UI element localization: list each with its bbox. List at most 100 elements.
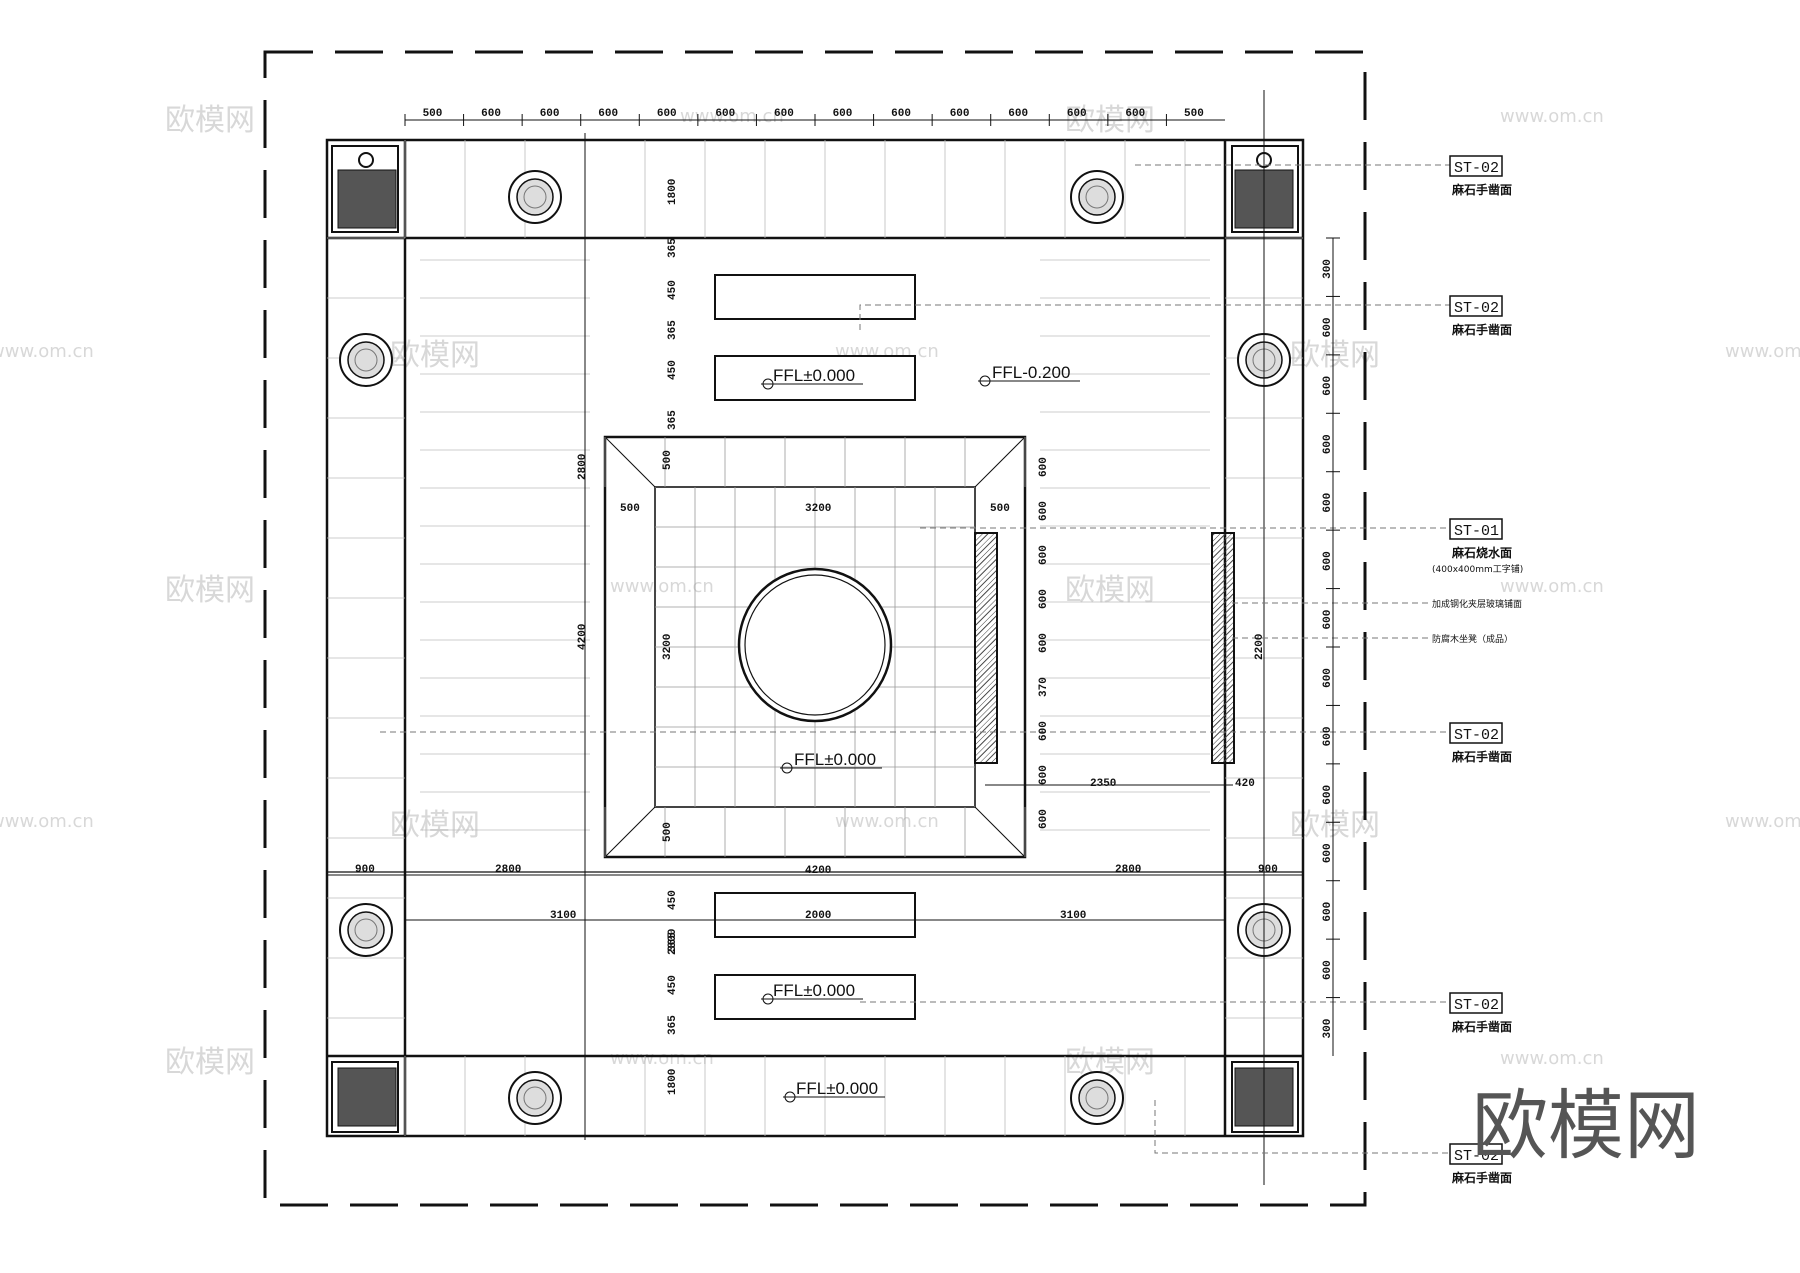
watermark-url: www.om.cn bbox=[610, 576, 714, 597]
dimension-label: 2800 bbox=[577, 454, 589, 480]
dimension-label: 365 bbox=[667, 238, 679, 258]
tree-ring bbox=[354, 348, 378, 372]
material-tag: ST-02 麻石手凿面 bbox=[1449, 722, 1512, 764]
material-tag: ST-02 麻石手凿面 bbox=[1449, 992, 1512, 1034]
dimension-label: 600 bbox=[891, 108, 911, 120]
dimension-label: 500 bbox=[620, 503, 640, 515]
side-note: 加成钢化夹层玻璃铺面 bbox=[1432, 598, 1522, 610]
dimension-label: 2350 bbox=[1090, 778, 1116, 790]
level-marker: FFL±0.000 bbox=[783, 1079, 885, 1103]
leader-lines bbox=[380, 164, 1450, 1154]
watermark-text: 欧模网 bbox=[165, 103, 255, 138]
dimension-label: 600 bbox=[1322, 902, 1334, 922]
dimension-label: 600 bbox=[774, 108, 794, 120]
dimension-label: 600 bbox=[1038, 633, 1050, 653]
watermark-url: www.om.cn bbox=[1725, 811, 1800, 832]
tag-code: ST-02 bbox=[1454, 727, 1499, 744]
dimension-label: 365 bbox=[667, 1015, 679, 1035]
dimension-label: 600 bbox=[481, 108, 501, 120]
dimension-label: 365 bbox=[667, 932, 679, 952]
level-marker: FFL±0.000 bbox=[761, 366, 863, 390]
watermark-text: 欧模网 bbox=[390, 338, 480, 373]
dimension-label: 900 bbox=[355, 864, 375, 876]
level-marker: FFL-0.200 bbox=[978, 363, 1080, 387]
dimension-label: 600 bbox=[1038, 809, 1050, 829]
dimension-label: 4200 bbox=[577, 624, 589, 650]
watermark-text: 欧模网 bbox=[1065, 573, 1155, 608]
dimension-label: 600 bbox=[1067, 108, 1087, 120]
dimension-label: 600 bbox=[1038, 765, 1050, 785]
material-tag: ST-02 麻石手凿面 bbox=[1449, 155, 1512, 197]
tree-pit-inner bbox=[347, 341, 385, 379]
watermark-text: 欧模网 bbox=[165, 573, 255, 608]
level-label: FFL-0.200 bbox=[992, 363, 1070, 382]
dimension-label: 450 bbox=[667, 360, 679, 380]
dimension-label: 600 bbox=[1322, 434, 1334, 454]
dimension-label: 2800 bbox=[667, 929, 679, 955]
tree-ring bbox=[1085, 1086, 1109, 1110]
level-marker: FFL±0.000 bbox=[761, 981, 863, 1005]
dimension-label: 600 bbox=[950, 108, 970, 120]
dimension-label: 450 bbox=[667, 975, 679, 995]
dimension-label: 450 bbox=[667, 280, 679, 300]
material-tag: ST-02 麻石手凿面 bbox=[1449, 1143, 1512, 1185]
dimension-label: 500 bbox=[662, 822, 674, 842]
dimension-label: 3200 bbox=[805, 503, 831, 515]
dimension-label: 600 bbox=[657, 108, 677, 120]
tree-pit-inner bbox=[516, 1079, 554, 1117]
dimension-label: 600 bbox=[1322, 610, 1334, 630]
tag-code: ST-02 bbox=[1454, 300, 1499, 317]
dimension-label: 370 bbox=[1038, 677, 1050, 697]
dimension-label: 600 bbox=[1322, 318, 1334, 338]
tag-code: ST-02 bbox=[1454, 1148, 1499, 1165]
side-note: 防腐木坐凳（成品） bbox=[1432, 633, 1513, 645]
dimension-label: 2200 bbox=[1254, 634, 1266, 660]
dimension-label: 300 bbox=[1322, 259, 1334, 279]
tree-pit-inner bbox=[347, 911, 385, 949]
watermark-url: www.om.cn bbox=[680, 106, 784, 127]
tree-pit-inner bbox=[1078, 1079, 1116, 1117]
tree-pits bbox=[339, 170, 1291, 1125]
tag-desc: 麻石手凿面 bbox=[1451, 1170, 1512, 1185]
dimension-label: 900 bbox=[1258, 864, 1278, 876]
tag-code: ST-02 bbox=[1454, 997, 1499, 1014]
dimension-label: 600 bbox=[1038, 589, 1050, 609]
dimension-annotations: 500 600 600 600 600 600 600 600 600 600 600 600 600 5… bbox=[327, 108, 1340, 1095]
watermark-url: www.om.cn bbox=[610, 1048, 714, 1069]
central-fountain bbox=[737, 567, 893, 723]
watermark-url: www.om.cn bbox=[0, 341, 94, 362]
dimension-label: 600 bbox=[1038, 721, 1050, 741]
level-label: FFL±0.000 bbox=[796, 1079, 878, 1098]
tree-ring bbox=[523, 185, 547, 209]
watermark-url: www.om.cn bbox=[835, 811, 939, 832]
tree-pit-inner bbox=[1078, 178, 1116, 216]
material-tags: ST-02 麻石手凿面 ST-02 麻石手凿面 ST-01 麻石烧水面 (400… bbox=[1432, 155, 1523, 1185]
bench-elements bbox=[974, 532, 1235, 764]
tag-code: ST-02 bbox=[1454, 160, 1499, 177]
watermark-url: www.om.cn bbox=[1500, 1048, 1604, 1069]
dimension-label: 600 bbox=[1322, 493, 1334, 513]
paving-joints bbox=[327, 140, 1303, 1136]
dimension-label: 4200 bbox=[805, 865, 831, 877]
dimension-label: 600 bbox=[1125, 108, 1145, 120]
corner-posts bbox=[331, 145, 1299, 1133]
dimension-label: 600 bbox=[1322, 551, 1334, 571]
brand-logo: 欧模网 bbox=[1472, 1081, 1700, 1170]
watermark-text: 欧模网 bbox=[165, 1045, 255, 1080]
dimension-label: 600 bbox=[1038, 545, 1050, 565]
level-label: FFL±0.000 bbox=[773, 366, 855, 385]
dimension-label: 3100 bbox=[1060, 910, 1086, 922]
dimension-label: 3200 bbox=[662, 634, 674, 660]
tag-desc: 麻石手凿面 bbox=[1451, 1019, 1512, 1034]
dimension-label: 1800 bbox=[667, 1069, 679, 1095]
tag-desc: 麻石手凿面 bbox=[1451, 182, 1512, 197]
tree-ring bbox=[523, 1086, 547, 1110]
watermark-url: www.om.cn bbox=[1500, 576, 1604, 597]
site-boundary bbox=[263, 50, 1367, 1207]
dimension-label: 500 bbox=[990, 503, 1010, 515]
dimension-label: 2000 bbox=[805, 910, 831, 922]
dimension-label: 450 bbox=[667, 890, 679, 910]
dimension-label: 600 bbox=[1322, 376, 1334, 396]
dimension-label: 500 bbox=[1184, 108, 1204, 120]
dimension-label: 600 bbox=[833, 108, 853, 120]
